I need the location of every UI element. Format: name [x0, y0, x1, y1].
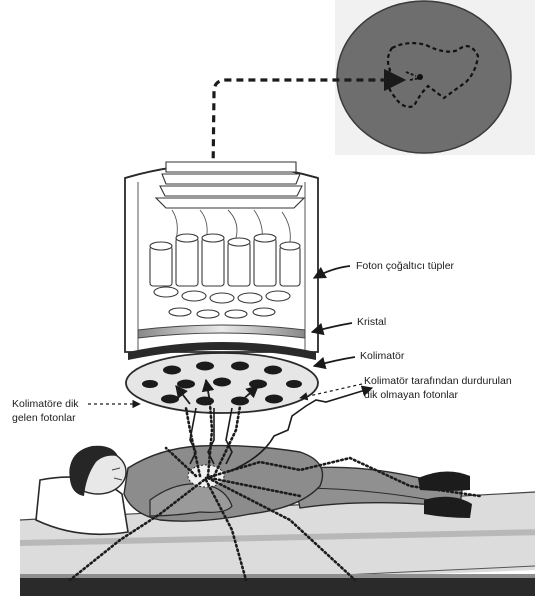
- label-perpendicular-line2: gelen fotonlar: [12, 412, 76, 425]
- label-stopped-line2: dik olmayan fotonlar: [364, 389, 458, 402]
- label-photomultiplier: Foton çoğaltıcı tüpler: [356, 260, 454, 273]
- label-collimator: Kolimatör: [360, 350, 404, 363]
- camera-housing: [125, 162, 318, 413]
- label-crystal: Kristal: [357, 316, 386, 329]
- arrow-icon: [314, 357, 355, 366]
- label-perpendicular-line1: Kolimatöre dik: [12, 398, 79, 411]
- label-stopped-line1: Kolimatör tarafından durdurulan: [364, 375, 512, 388]
- arrow-icon: [314, 266, 350, 278]
- image-disc: [337, 1, 511, 153]
- scan-image-output: [335, 0, 535, 155]
